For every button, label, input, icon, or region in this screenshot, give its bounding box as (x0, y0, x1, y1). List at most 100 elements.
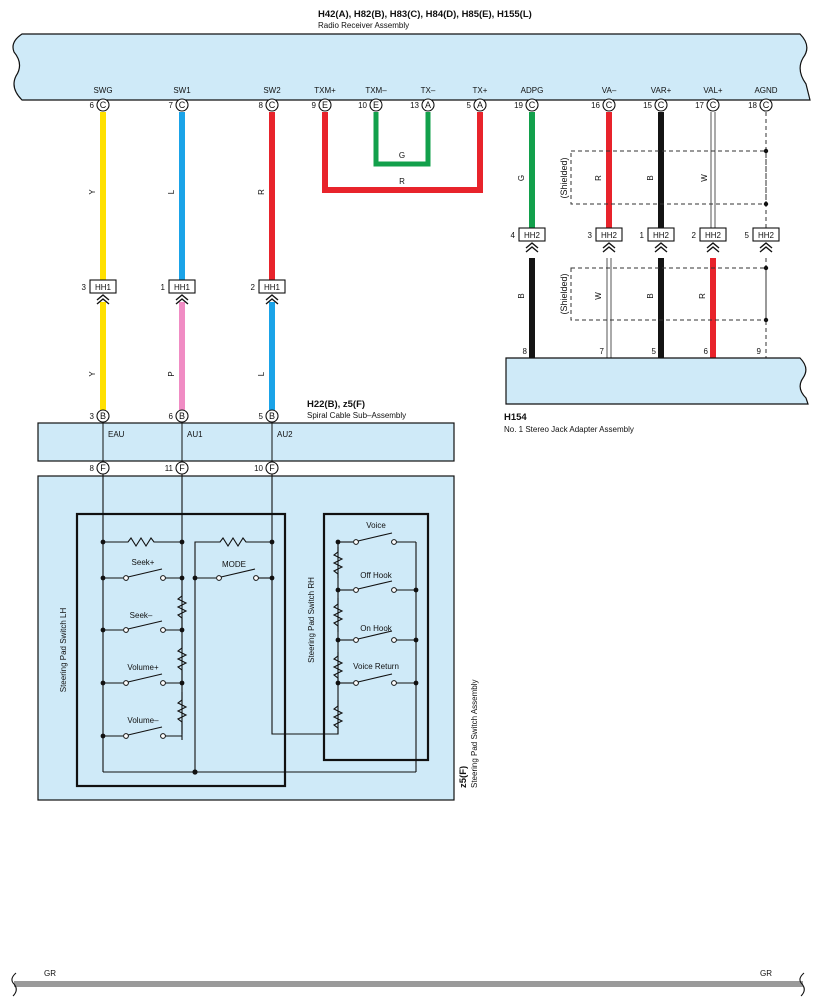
switch-blade (127, 568, 163, 578)
switch-label: MODE (222, 560, 246, 569)
pin-badge-adpg: C 19 (514, 98, 539, 112)
hh2-pin-4: HH2 4 (511, 227, 546, 253)
pin-badge-circle (96, 98, 110, 112)
shielded-label-lower: (Shielded) (559, 273, 569, 314)
color-label-val-upper: W (700, 174, 709, 182)
hh1-pin-1: HH1 1 (161, 279, 196, 305)
color-label-va-lower: W (594, 292, 603, 300)
shielded-label-upper: (Shielded) (559, 157, 569, 198)
switch-label: Volume– (127, 716, 159, 725)
wire-tx-plus-loop (322, 112, 483, 193)
switch-blade (127, 673, 163, 683)
wire-tx-minus-loop (373, 112, 431, 167)
switch-contact (123, 733, 129, 739)
switch-contact (123, 575, 129, 581)
color-label-swg-lower: Y (88, 371, 97, 377)
steering-pad-box (37, 475, 455, 801)
switch-lh-label: Steering Pad Switch LH (59, 608, 68, 693)
hh2-name: HH2 (705, 231, 722, 240)
pin-badge-letter: C (710, 100, 717, 110)
junction-dot (100, 539, 106, 545)
switch-rh-frame (322, 512, 430, 762)
pin-label-tx-plus: TX+ (473, 86, 488, 95)
pin-badge-num: 3 (90, 412, 95, 421)
hh1-name: HH1 (174, 283, 191, 292)
jack-pin-num: 9 (757, 347, 762, 356)
switch-blade (127, 620, 163, 630)
resistor-icon (332, 700, 344, 734)
switch-voice-return: Voice Return (338, 662, 416, 686)
spiral-name: Spiral Cable Sub–Assembly (307, 411, 406, 420)
junction-hh1: HH1 3 HH1 1 HH1 2 (82, 279, 286, 305)
pin-label-val-plus: VAL+ (703, 86, 723, 95)
jack-pin-num: 8 (523, 347, 528, 356)
shield-junction (763, 148, 769, 154)
switch-contact (353, 539, 359, 545)
shield-lower (570, 267, 767, 321)
hh2-pin-num: 5 (745, 231, 750, 240)
pin-badge-circle (759, 98, 773, 112)
ground-bus-label-right: GR (760, 969, 772, 978)
pin-badge-num: 11 (165, 464, 174, 473)
spiral-label-eau: EAU (108, 430, 125, 439)
color-label-sw1-upper: L (167, 189, 176, 194)
resistor-icon (202, 536, 272, 548)
resistor-icon (332, 547, 344, 578)
pin-badge-num: 6 (169, 412, 174, 421)
chevron-up-icon (759, 242, 773, 253)
switch-label: Off Hook (360, 571, 392, 580)
switch-blade (357, 673, 393, 683)
switch-seek-minus: Seek– (103, 611, 182, 633)
switch-contact (253, 575, 259, 581)
pin-badge-letter: F (100, 463, 106, 473)
jack-name: No. 1 Stereo Jack Adapter Assembly (504, 425, 634, 434)
pin-badge-tx-minus: A13 (410, 98, 435, 112)
trace-mode (194, 541, 202, 772)
chevron-up-icon (525, 242, 539, 253)
hh2-pin-1: HH2 1 (640, 227, 675, 253)
spiral-bottom-badges: F8 F11 F10 (90, 461, 279, 475)
pin-badge-letter: C (529, 100, 536, 110)
pin-badge-circle (265, 409, 279, 423)
pin-badge-letter: C (179, 100, 186, 110)
color-label-var-lower: B (646, 293, 655, 298)
junction-dot (179, 539, 185, 545)
switch-seek-plus: Seek+ (103, 558, 182, 581)
pin-badge-sw1: C7 (169, 98, 189, 112)
pin-badge-num: 8 (259, 101, 264, 110)
pin-badge-circle (369, 98, 383, 112)
switch-contact (160, 627, 166, 633)
pin-badge-num: 17 (695, 101, 704, 110)
switch-label: Volume+ (127, 663, 159, 672)
switch-blade (357, 630, 393, 640)
spiral-cable-box (37, 422, 455, 462)
shield-junction (763, 265, 769, 271)
switch-volume-minus: Volume– (103, 716, 182, 739)
pin-badge-circle (602, 98, 616, 112)
pin-badge-num: 10 (358, 101, 367, 110)
rh-resistors (332, 547, 344, 734)
pin-badge-num: 19 (514, 101, 523, 110)
pin-badge-var-plus: C15 (643, 98, 668, 112)
radio-name: Radio Receiver Assembly (318, 21, 409, 30)
pin-label-var-plus: VAR+ (651, 86, 672, 95)
chevron-up-icon (96, 294, 110, 305)
pin-badge-num: 18 (748, 101, 757, 110)
spiral-cable: H22(B), z5(F) Spiral Cable Sub–Assembly … (37, 399, 455, 462)
radio-connectors: H42(A), H82(B), H83(C), H84(D), H85(E), … (318, 9, 532, 20)
pin-badge-num: 15 (643, 101, 652, 110)
hh2-box (518, 227, 546, 242)
switch-contact (160, 575, 166, 581)
hh1-pin-num: 2 (251, 283, 256, 292)
pin-label-sw2: SW2 (263, 86, 281, 95)
pin-badge-circle (175, 409, 189, 423)
radio-receiver-assembly: H42(A), H82(B), H83(C), H84(D), H85(E), … (12, 9, 811, 101)
pin-badge-circle (175, 461, 189, 475)
hh1-pin-num: 3 (82, 283, 87, 292)
pin-label-tx-minus: TX– (421, 86, 436, 95)
shield-upper (570, 150, 767, 205)
pin-badge-circle (96, 461, 110, 475)
color-label-sw2-upper: R (257, 189, 266, 195)
color-label-adpg-lower: B (517, 293, 526, 298)
pin-label-adpg: ADPG (521, 86, 544, 95)
